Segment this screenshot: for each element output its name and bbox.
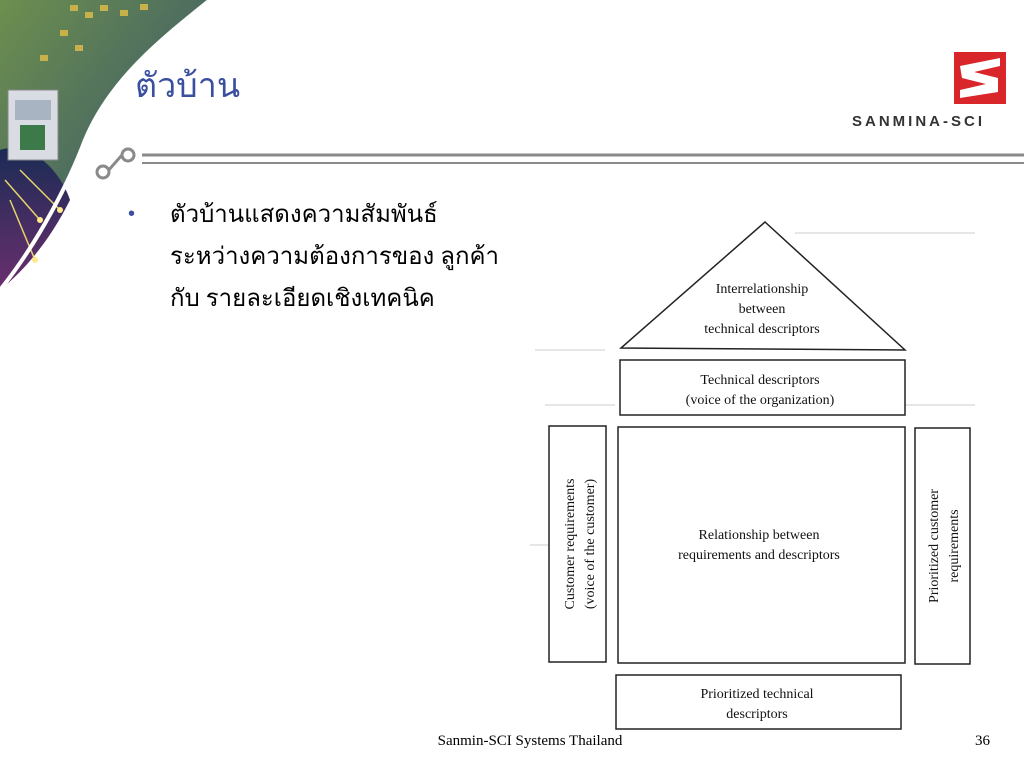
relationship-matrix-box bbox=[617, 426, 906, 664]
roof-triangle bbox=[619, 220, 907, 351]
relationship-matrix-line1: Relationship between bbox=[699, 528, 820, 543]
header-divider bbox=[95, 147, 1024, 180]
prioritized-customer-requirements-line2: requirements bbox=[947, 509, 962, 582]
prioritized-technical-descriptors-box bbox=[615, 674, 902, 730]
bullet-text: ตัวบ้านแสดงความสัมพันธ์ ระหว่างความต้องก… bbox=[170, 202, 500, 312]
footer-text: Sanmin-SCI Systems Thailand bbox=[437, 733, 623, 749]
sanmina-logo-icon bbox=[954, 52, 1006, 104]
customer-requirements-line2: (voice of the customer) bbox=[583, 479, 598, 610]
slide-title: ตัวบ้าน bbox=[135, 68, 241, 105]
customer-requirements-box bbox=[548, 425, 607, 663]
technical-descriptors-line1: Technical descriptors bbox=[700, 373, 819, 388]
corner-decoration-image bbox=[0, 0, 212, 292]
prioritized-technical-line1: Prioritized technical bbox=[700, 687, 813, 702]
relationship-matrix-line2: requirements and descriptors bbox=[678, 548, 840, 563]
roof-label-line2: between bbox=[739, 302, 786, 317]
prioritized-technical-line2: descriptors bbox=[726, 707, 787, 722]
prioritized-customer-requirements-line1: Prioritized customer bbox=[927, 489, 942, 603]
technical-descriptors-line2: (voice of the organization) bbox=[686, 393, 835, 408]
logo-text: SANMINA-SCI bbox=[852, 113, 985, 130]
prioritized-customer-requirements-box bbox=[914, 427, 971, 665]
technical-descriptors-box bbox=[619, 359, 906, 416]
roof-label-line3: technical descriptors bbox=[704, 322, 819, 337]
customer-requirements-line1: Customer requirements bbox=[563, 478, 578, 609]
house-of-quality-diagram: Interrelationship between technical desc… bbox=[530, 220, 975, 730]
roof-label-line1: Interrelationship bbox=[716, 282, 809, 297]
page-number: 36 bbox=[975, 733, 990, 749]
bullet-marker: • bbox=[128, 203, 136, 225]
